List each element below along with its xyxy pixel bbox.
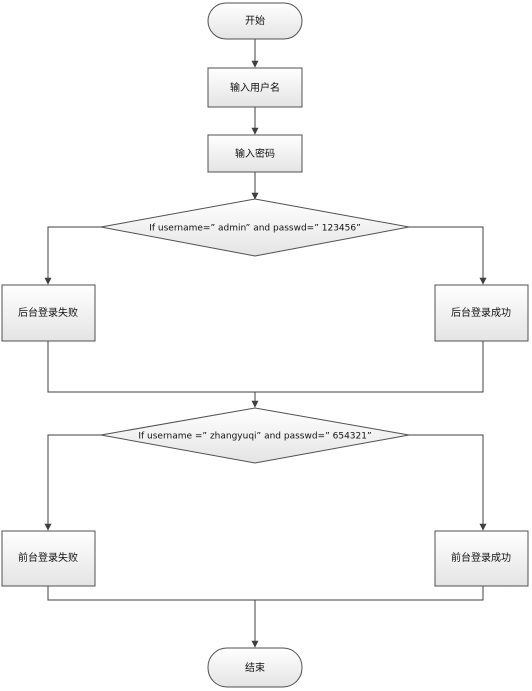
condition-admin-label: If username=” admin” and passwd=” 123456… <box>149 224 361 234</box>
input-password-node: 输入密码 <box>207 134 303 173</box>
start-label: 开始 <box>245 14 265 27</box>
admin-fail-label: 后台登录失败 <box>18 306 78 319</box>
start-node: 开始 <box>207 2 303 40</box>
edge-condition2-to-user-success <box>409 434 487 531</box>
condition-user-node: If username =” zhangyuqi” and passwd=” 6… <box>100 407 410 464</box>
edge-admin-branches-merge <box>47 341 484 393</box>
user-success-node: 前台登录成功 <box>434 530 529 587</box>
input-username-node: 输入用户名 <box>207 67 303 108</box>
edge-condition1-to-admin-fail <box>44 226 101 285</box>
edge-user-branches-merge <box>47 586 484 601</box>
admin-success-node: 后台登录成功 <box>434 284 529 342</box>
user-success-label: 前台登录成功 <box>451 551 511 564</box>
flow-edges <box>44 39 487 648</box>
input-password-label: 输入密码 <box>235 147 275 160</box>
end-node: 结束 <box>207 647 303 688</box>
user-fail-label: 前台登录失败 <box>18 551 78 564</box>
admin-fail-node: 后台登录失败 <box>1 284 96 342</box>
edge-condition2-to-user-fail <box>44 434 101 531</box>
input-username-label: 输入用户名 <box>230 81 280 94</box>
condition-user-label: If username =” zhangyuqi” and passwd=” 6… <box>138 432 371 442</box>
admin-success-label: 后台登录成功 <box>451 306 511 319</box>
end-label: 结束 <box>245 661 265 674</box>
edge-condition1-to-admin-success <box>409 226 487 285</box>
condition-admin-node: If username=” admin” and passwd=” 123456… <box>100 198 410 257</box>
user-fail-node: 前台登录失败 <box>1 530 96 587</box>
